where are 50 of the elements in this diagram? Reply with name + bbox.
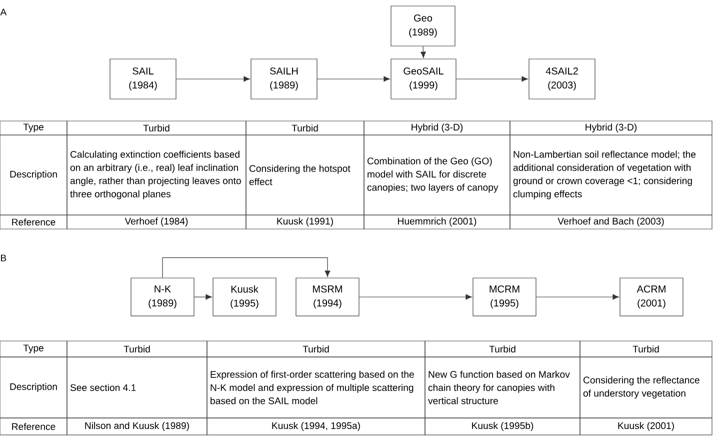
arrow (359, 294, 472, 300)
table-cell: Calculating extinction coefficients based on an arbitrary (i.e., real) leaf inclination angle, rather than projecting leaves onto three orthogonal planes (66, 134, 246, 216)
model-box: N-K (1989) (130, 278, 194, 316)
model-box: Geo (1989) (390, 6, 456, 46)
model-box: SAIL (1984) (110, 58, 176, 100)
table-cell: Hybrid (3-D) (510, 120, 712, 136)
table-cell: Turbid (580, 340, 712, 358)
table-cell: Reference (0, 418, 68, 436)
table-cell: Turbid (66, 340, 208, 358)
table-cell: Hybrid (3-D) (364, 120, 510, 136)
model-box: GeoSAIL (1999) (390, 58, 456, 100)
table-cell: Kuusk (1991) (246, 214, 364, 230)
table-cell: Non-Lambertian soil reflectance model; the additional consideration of vegetation with ground or crown coverage <1; considering clumping effects (510, 134, 712, 216)
table-cell: Description (0, 134, 68, 216)
table-cell: See section 4.1 (66, 356, 208, 418)
panel-letter: A (0, 8, 7, 16)
table-cell: Kuusk (2001) (580, 418, 712, 436)
table-cell: Type (0, 120, 68, 136)
model-box: MCRM (1995) (472, 278, 536, 316)
arrow (536, 294, 619, 300)
table-cell: Description (0, 356, 68, 418)
model-box: SAILH (1989) (250, 58, 318, 100)
arrow (420, 46, 426, 58)
table-cell: Kuusk (1994, 1995a) (206, 418, 426, 436)
arrow (176, 76, 250, 82)
table-cell: Type (0, 340, 68, 358)
table-cell: New G function based on Markov chain theory for canopies with vertical structure (424, 356, 580, 418)
arrow (162, 257, 330, 278)
arrow (194, 294, 212, 300)
table-cell: Turbid (424, 340, 580, 358)
table-cell: Nilson and Kuusk (1989) (66, 418, 208, 436)
table-cell: Reference (0, 214, 68, 230)
table-cell: Combination of the Geo (GO) model with SAIL for discrete canopies; two layers of canopy (364, 134, 510, 216)
model-box: Kuusk (1995) (212, 278, 276, 316)
table-cell: Verhoef and Bach (2003) (510, 214, 712, 230)
table-cell: Considering the reflectance of understory vegetation (580, 356, 712, 418)
model-box: ACRM (2001) (620, 278, 684, 316)
model-box: MSRM (1994) (296, 278, 360, 316)
model-box: 4SAIL2 (2003) (528, 58, 596, 100)
table-cell: Huemmrich (2001) (364, 214, 510, 230)
table-cell: Kuusk (1995b) (424, 418, 580, 436)
arrow (317, 76, 390, 82)
table-cell: Verhoef (1984) (66, 214, 246, 230)
table-cell: Turbid (66, 120, 246, 136)
arrow (456, 76, 528, 82)
panel-letter: B (1, 254, 6, 262)
table-cell: Turbid (246, 120, 364, 136)
table-cell: Turbid (206, 340, 426, 358)
table-cell: Considering the hotspot effect (246, 134, 364, 216)
table-cell: Expression of first-order scattering based on the N-K model and expression of multiple scattering based on the SAIL model (206, 356, 426, 418)
